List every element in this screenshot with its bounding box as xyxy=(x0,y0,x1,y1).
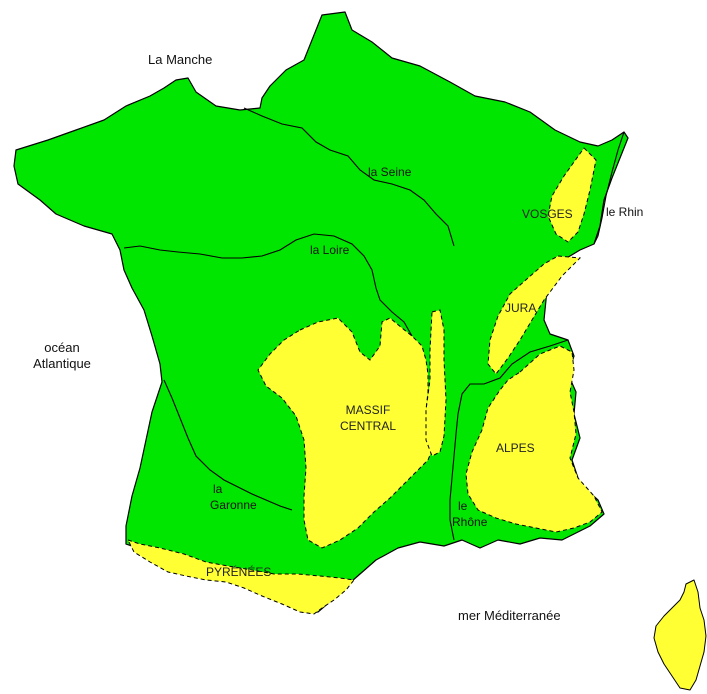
sea-label-manche: La Manche xyxy=(148,52,212,67)
river-label-rhin: le Rhin xyxy=(606,205,643,219)
loire-river xyxy=(123,233,413,337)
alpes-mountains xyxy=(465,345,603,533)
rivers xyxy=(123,107,625,541)
sea-label-atlantique-line1: océan xyxy=(44,340,79,355)
mountain-label-jura: JURA xyxy=(505,301,536,315)
river-label-loire: la Loire xyxy=(310,243,350,257)
vosges-mountains xyxy=(547,147,597,243)
river-label-garonne-line2: Garonne xyxy=(210,498,257,512)
pyrenees-mountains xyxy=(127,539,355,615)
river-label-rhone-line1: le xyxy=(458,499,468,513)
rhin-river xyxy=(593,131,625,245)
sea-label-mediterranee: mer Méditerranée xyxy=(458,608,561,623)
sea-label-atlantique-line2: Atlantique xyxy=(33,356,91,371)
river-label-seine: la Seine xyxy=(368,165,412,179)
mountain-label-pyrenees: PYRÉNÉES xyxy=(206,564,271,579)
rhone-river xyxy=(449,339,569,541)
massif-central-mountains xyxy=(257,317,437,549)
mountain-label-alpes: ALPES xyxy=(496,441,535,455)
cevennes-mountain-strip xyxy=(425,309,447,457)
river-label-rhone-line2: Rhône xyxy=(452,515,488,529)
corsica-island xyxy=(653,579,707,691)
garonne-river xyxy=(163,379,293,511)
mountain-label-massif-central-line2: CENTRAL xyxy=(340,419,396,433)
mountain-label-vosges: VOSGES xyxy=(522,207,573,221)
seine-river xyxy=(243,107,455,247)
jura-mountains xyxy=(487,255,582,375)
mountain-label-massif-central-line1: MASSIF xyxy=(346,403,391,417)
river-label-garonne-line1: la xyxy=(213,482,223,496)
